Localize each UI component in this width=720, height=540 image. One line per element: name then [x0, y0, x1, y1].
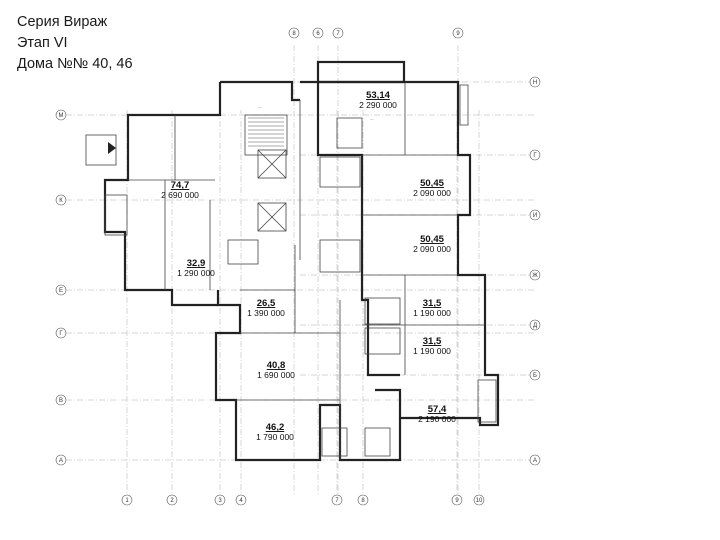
- svg-text:4: 4: [239, 498, 243, 504]
- axis-left-6: А: [55, 454, 67, 466]
- svg-text:—: —: [370, 117, 374, 121]
- apartment-label[interactable]: 46,2 1 790 000: [256, 422, 294, 442]
- svg-text:32,9: 32,9: [187, 258, 206, 269]
- svg-text:2 090 000: 2 090 000: [413, 188, 451, 198]
- svg-text:Е: Е: [59, 288, 63, 294]
- grid-lines: [66, 45, 535, 495]
- apartment-label[interactable]: 53,14 2 290 000: [359, 90, 397, 110]
- axis-left-1: М: [55, 109, 67, 121]
- svg-text:1 190 000: 1 190 000: [413, 308, 451, 318]
- svg-text:8: 8: [292, 31, 296, 37]
- svg-text:9: 9: [456, 31, 460, 37]
- svg-text:И: И: [533, 213, 537, 219]
- axis-right-5: Д: [529, 319, 541, 331]
- axis-right-1: Н: [529, 76, 541, 88]
- svg-text:К: К: [59, 198, 63, 204]
- svg-text:9: 9: [455, 498, 459, 504]
- svg-text:40,8: 40,8: [267, 360, 286, 371]
- svg-text:1 390 000: 1 390 000: [247, 308, 285, 318]
- stage-title: Этап VI: [17, 35, 68, 51]
- apartment-label[interactable]: 32,9 1 290 000: [177, 258, 215, 278]
- axis-top-2: 6: [312, 27, 324, 39]
- svg-text:7: 7: [335, 498, 339, 504]
- apartment-label[interactable]: 31,5 1 190 000: [413, 298, 451, 318]
- axis-top-3: 7: [332, 27, 344, 39]
- svg-text:50,45: 50,45: [420, 178, 444, 189]
- svg-text:3: 3: [218, 498, 222, 504]
- axis-bottom-5: 7: [331, 494, 343, 506]
- svg-text:Г: Г: [533, 153, 537, 159]
- apartment-label[interactable]: 74,7 2 690 000: [161, 180, 199, 200]
- svg-text:2 290 000: 2 290 000: [359, 100, 397, 110]
- title-block: Серия Вираж Этап VI Дома №№ 40, 46: [17, 12, 133, 75]
- svg-text:53,14: 53,14: [366, 90, 390, 101]
- svg-text:7: 7: [336, 31, 340, 37]
- svg-text:1 790 000: 1 790 000: [256, 432, 294, 442]
- svg-text:2 190 000: 2 190 000: [418, 414, 456, 424]
- axis-bottom-1: 1: [121, 494, 133, 506]
- room-labels: — —: [258, 105, 374, 121]
- axis-left-2: К: [55, 194, 67, 206]
- svg-text:А: А: [59, 458, 63, 464]
- apartment-label[interactable]: 40,8 1 690 000: [257, 360, 295, 380]
- axis-left-4: Г: [55, 327, 67, 339]
- svg-text:10: 10: [476, 498, 483, 504]
- axis-bottom-4: 4: [235, 494, 247, 506]
- series-title: Серия Вираж: [17, 14, 108, 30]
- svg-text:50,45: 50,45: [420, 234, 444, 245]
- axis-markers: 8 6 7 9 1 2 3 4 7 8 9 10 М К Е Г В А Н Г…: [55, 27, 541, 506]
- axis-bottom-3: 3: [214, 494, 226, 506]
- svg-text:26,5: 26,5: [257, 298, 276, 309]
- svg-text:Д: Д: [533, 323, 537, 329]
- svg-text:1: 1: [125, 498, 129, 504]
- svg-text:2: 2: [170, 498, 174, 504]
- svg-text:М: М: [59, 113, 64, 119]
- axis-top-4: 9: [452, 27, 464, 39]
- axis-bottom-6: 8: [357, 494, 369, 506]
- axis-right-4: Ж: [529, 269, 541, 281]
- svg-text:1 290 000: 1 290 000: [177, 268, 215, 278]
- axis-right-3: И: [529, 209, 541, 221]
- svg-text:31,5: 31,5: [423, 298, 442, 309]
- apartment-label[interactable]: 50,45 2 090 000: [413, 178, 451, 198]
- apartment-label[interactable]: 57,4 2 190 000: [418, 404, 456, 424]
- axis-left-5: В: [55, 394, 67, 406]
- axis-right-7: А: [529, 454, 541, 466]
- axis-right-6: Б: [529, 369, 541, 381]
- axis-bottom-8: 10: [473, 494, 485, 506]
- svg-text:46,2: 46,2: [266, 422, 285, 433]
- axis-bottom-7: 9: [451, 494, 463, 506]
- svg-text:31,5: 31,5: [423, 336, 442, 347]
- axis-bottom-2: 2: [166, 494, 178, 506]
- svg-text:1 690 000: 1 690 000: [257, 370, 295, 380]
- axis-left-3: Е: [55, 284, 67, 296]
- svg-text:А: А: [533, 458, 537, 464]
- svg-text:57,4: 57,4: [428, 404, 447, 415]
- svg-text:Г: Г: [59, 331, 63, 337]
- svg-text:В: В: [59, 398, 63, 404]
- building-walls: [85, 60, 500, 462]
- svg-text:2 090 000: 2 090 000: [413, 244, 451, 254]
- apartment-label[interactable]: 26,5 1 390 000: [247, 298, 285, 318]
- svg-text:1 190 000: 1 190 000: [413, 346, 451, 356]
- axis-right-2: Г: [529, 149, 541, 161]
- svg-text:6: 6: [316, 31, 320, 37]
- svg-text:74,7: 74,7: [171, 180, 190, 191]
- svg-text:Н: Н: [533, 80, 537, 86]
- apartment-label[interactable]: 50,45 2 090 000: [413, 234, 451, 254]
- axis-top-1: 8: [288, 27, 300, 39]
- apartment-labels: 53,14 2 290 000 74,7 2 690 000 50,45 2 0…: [161, 90, 456, 442]
- houses-title: Дома №№ 40, 46: [17, 56, 133, 72]
- apartment-label[interactable]: 31,5 1 190 000: [413, 336, 451, 356]
- svg-text:Б: Б: [533, 373, 537, 379]
- svg-text:2 690 000: 2 690 000: [161, 190, 199, 200]
- svg-text:—: —: [258, 105, 262, 109]
- svg-text:8: 8: [361, 498, 365, 504]
- svg-text:Ж: Ж: [532, 273, 538, 279]
